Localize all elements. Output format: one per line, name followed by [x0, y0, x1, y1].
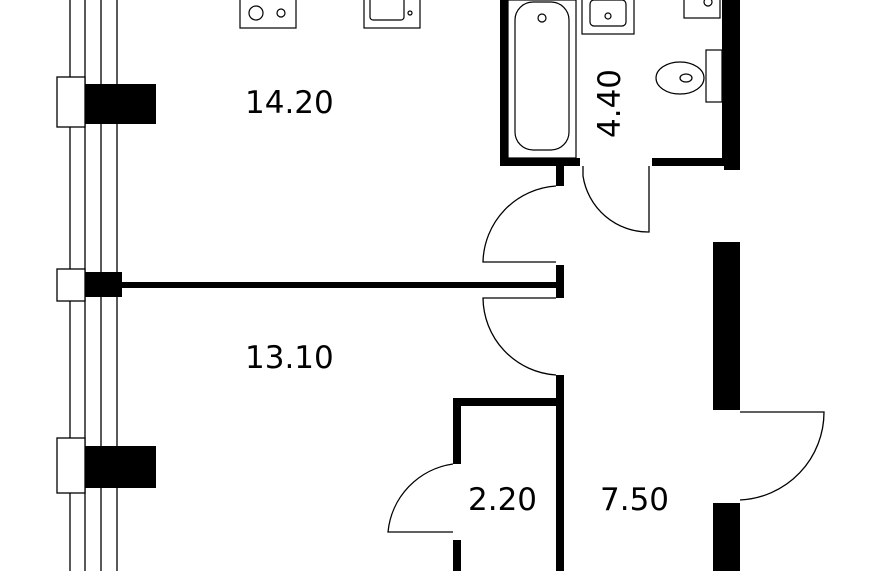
column-upper — [85, 84, 156, 124]
kitchen-door — [482, 185, 557, 263]
entrance-door — [739, 411, 825, 501]
hallway-area-label: 7.50 — [600, 482, 669, 518]
wall-stub-left-top — [556, 265, 564, 298]
storage-door — [387, 463, 454, 533]
bedroom-area-label: 13.10 — [245, 340, 334, 376]
right-wall-lower — [713, 503, 740, 571]
right-wall-mid — [713, 242, 740, 410]
wall-stub-left-low — [556, 375, 564, 571]
kitchen-sink-icon — [363, 0, 421, 29]
doors — [387, 166, 825, 533]
wall-stub-left-mid — [556, 166, 564, 186]
kitchen-area-label: 14.20 — [245, 85, 334, 121]
column-lower — [85, 446, 156, 488]
bedroom-door — [482, 297, 557, 376]
bathroom-area-label: 4.40 — [592, 69, 628, 138]
toilet-icon — [655, 0, 723, 103]
column-middle — [85, 272, 122, 297]
washbasin-icon — [581, 0, 635, 35]
bathroom-door — [582, 166, 650, 233]
partition-wall-bedroom — [117, 282, 558, 288]
storage-walls — [453, 398, 563, 571]
storage-area-label: 2.20 — [468, 482, 537, 518]
right-wall-upper — [724, 0, 740, 170]
bathtub-icon — [507, 0, 577, 159]
stove-icon — [239, 0, 297, 29]
